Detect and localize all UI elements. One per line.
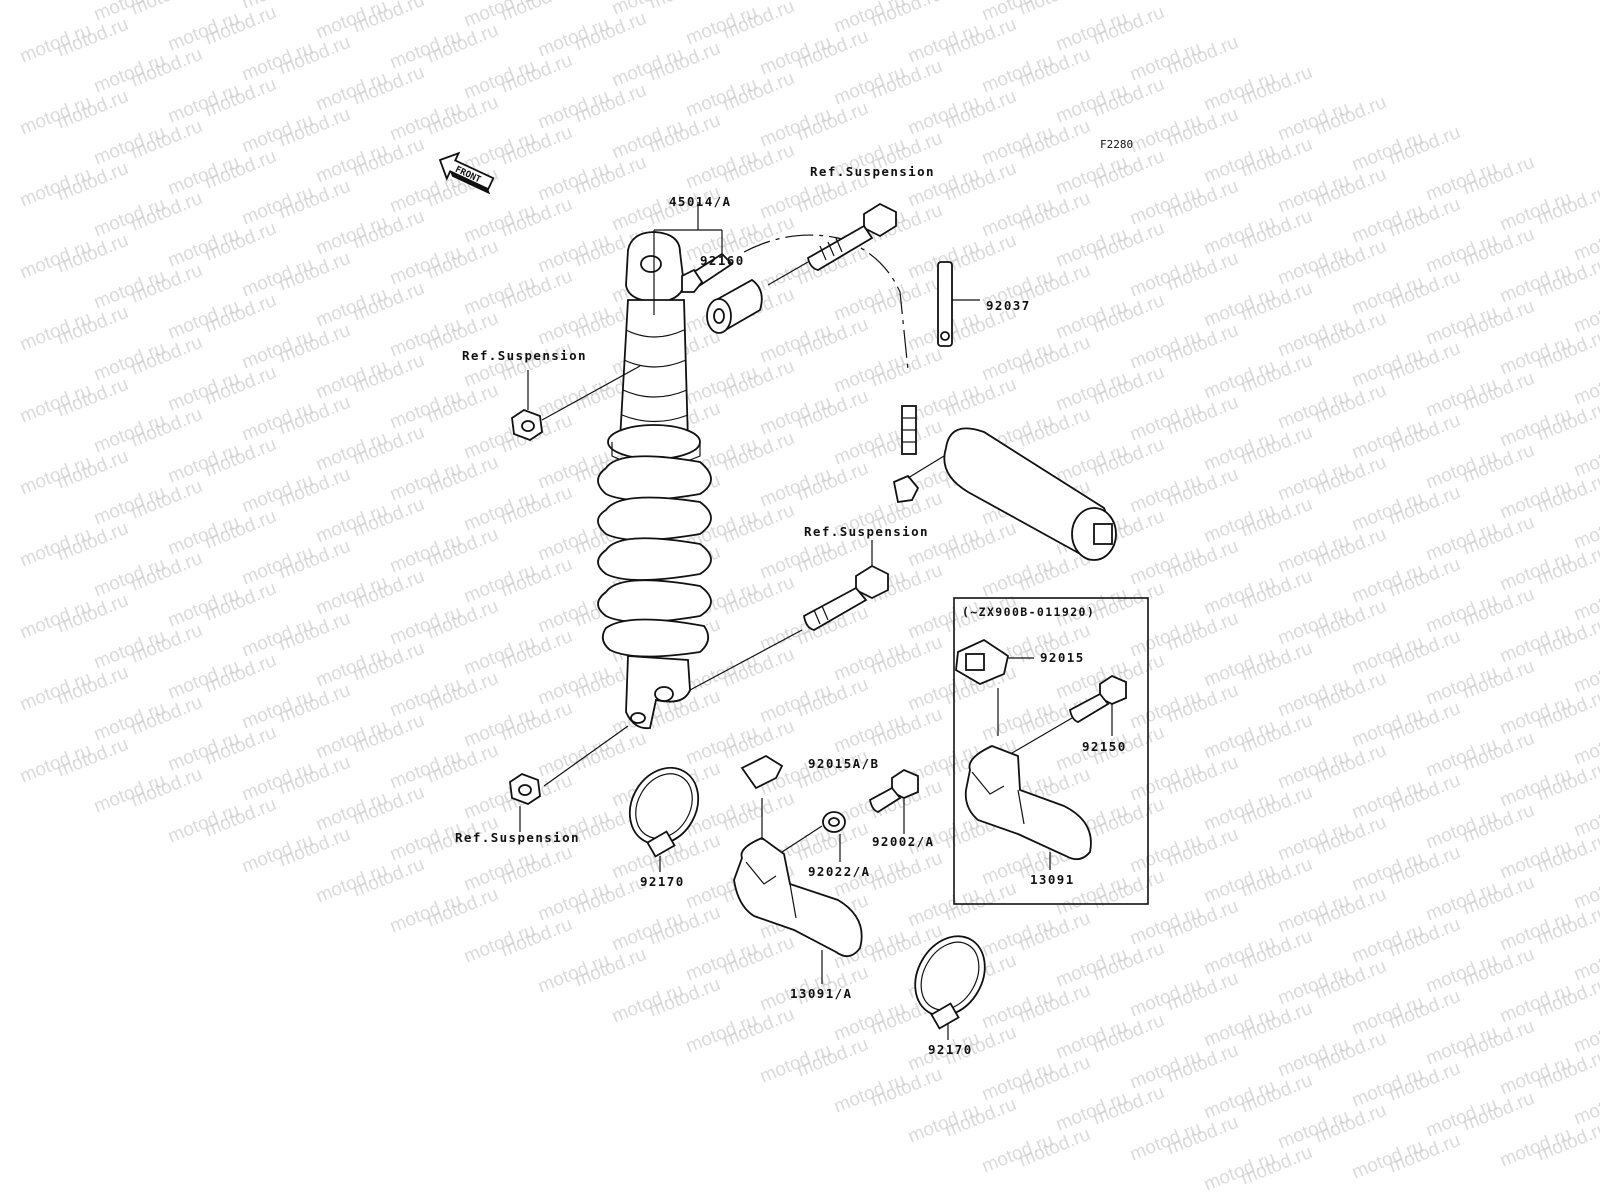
rear-shock-absorber <box>597 231 734 730</box>
label-guard-main: 13091/A <box>790 986 852 1001</box>
leader-bolt-bushing <box>767 261 809 286</box>
lower-nut <box>509 725 629 832</box>
front-arrow-icon: FRONT <box>438 151 495 195</box>
figure-code: F2280 <box>1100 138 1133 151</box>
label-nut-main: 92015A/B <box>808 756 879 771</box>
label-washer-main: 92022/A <box>808 864 870 879</box>
variant-box: (~ZX900B-011920) <box>953 597 1149 905</box>
label-bolt-box: 92150 <box>1082 739 1127 754</box>
upper-nut <box>511 365 641 442</box>
gas-reservoir <box>892 405 1117 561</box>
clamp-band-bottom <box>914 935 986 1040</box>
label-ref-top-bolt: Ref.Suspension <box>810 164 935 179</box>
hose-band <box>937 261 980 347</box>
label-ref-upper-nut: Ref.Suspension <box>462 348 587 363</box>
label-hose-band: 92037 <box>986 298 1031 313</box>
label-nut-box: 92015 <box>1040 650 1085 665</box>
label-ref-lower-nut: Ref.Suspension <box>455 830 580 845</box>
reservoir-hose <box>743 234 909 371</box>
guard-bolt <box>868 768 919 834</box>
label-ref-mid-bolt: Ref.Suspension <box>804 524 929 539</box>
shock-guard <box>733 754 863 984</box>
label-bushing: 92160 <box>700 253 745 268</box>
collar-bushing <box>706 278 763 334</box>
upper-mounting-bolt <box>806 202 897 271</box>
lower-mounting-bolt <box>689 540 889 691</box>
label-bolt-main: 92002/A <box>872 834 934 849</box>
label-guard-box: 13091 <box>1030 872 1075 887</box>
clamp-band-left <box>628 766 700 872</box>
assembly-bracket <box>653 202 723 315</box>
label-clamp-bottom: 92170 <box>928 1042 973 1057</box>
guard-washer <box>781 811 846 862</box>
variant-box-title: (~ZX900B-011920) <box>962 605 1095 619</box>
label-shock-assembly: 45014/A <box>669 194 731 209</box>
label-clamp-left: 92170 <box>640 874 685 889</box>
